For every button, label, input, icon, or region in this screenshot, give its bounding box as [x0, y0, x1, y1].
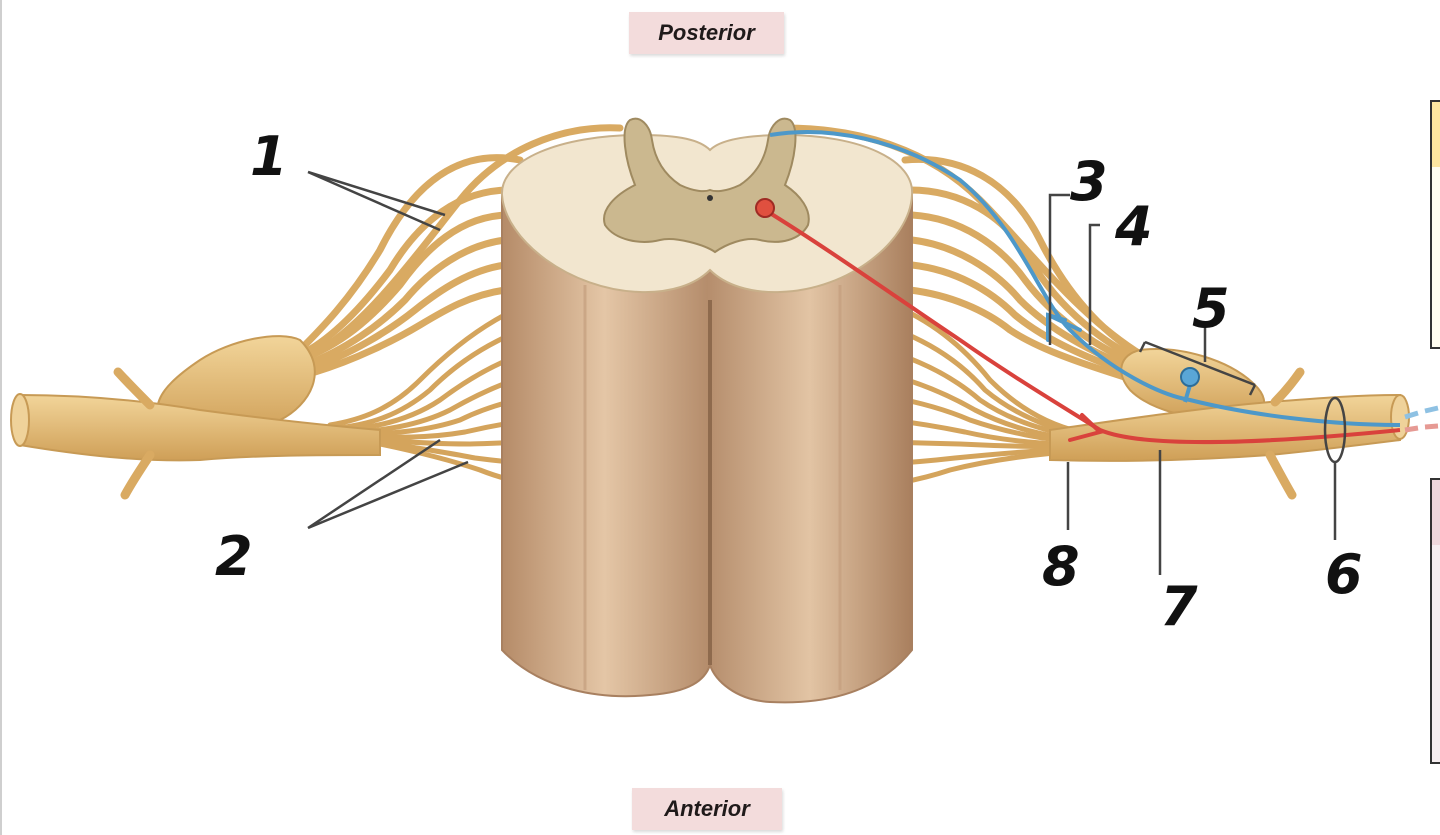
label-7: 7: [1160, 575, 1198, 638]
label-5: 5: [1192, 277, 1230, 340]
label-4: 4: [1115, 195, 1153, 258]
legend-box-top-header: [1432, 102, 1440, 167]
central-canal: [707, 195, 713, 201]
label-6: 6: [1325, 543, 1363, 606]
motor-neuron-cell-body: [755, 198, 775, 218]
posterior-label: Posterior: [629, 12, 784, 54]
left-nerve-cut-end: [10, 393, 30, 447]
label-8: 8: [1042, 535, 1080, 598]
label-3: 3: [1070, 150, 1108, 213]
leader-lines: [307, 170, 1347, 575]
motor-direction-arrow: [1068, 413, 1104, 442]
left-ramus-lower: [120, 450, 155, 500]
sensory-pathway: [769, 130, 1439, 427]
left-ramus-upper: [113, 367, 155, 410]
legend-box-bottom-header: [1432, 480, 1440, 545]
label-1: 1: [250, 125, 288, 188]
legend-box-top: [1430, 100, 1440, 349]
left-dorsal-root: [296, 124, 624, 376]
spinal-cord-body: [501, 194, 913, 704]
label-2: 2: [215, 525, 253, 588]
spinal-cord: [500, 117, 914, 704]
motor-pathway: [755, 198, 1439, 444]
left-frame-edge: [0, 0, 2, 835]
right-ramus-lower: [1265, 450, 1297, 500]
legend-box-bottom: [1430, 478, 1440, 764]
sensory-neuron-cell-body: [1180, 367, 1200, 387]
sensory-direction-arrow: [1046, 312, 1082, 342]
gray-matter: [603, 117, 810, 254]
right-ramus-upper: [1270, 367, 1305, 407]
anterior-label: Anterior: [632, 788, 782, 830]
